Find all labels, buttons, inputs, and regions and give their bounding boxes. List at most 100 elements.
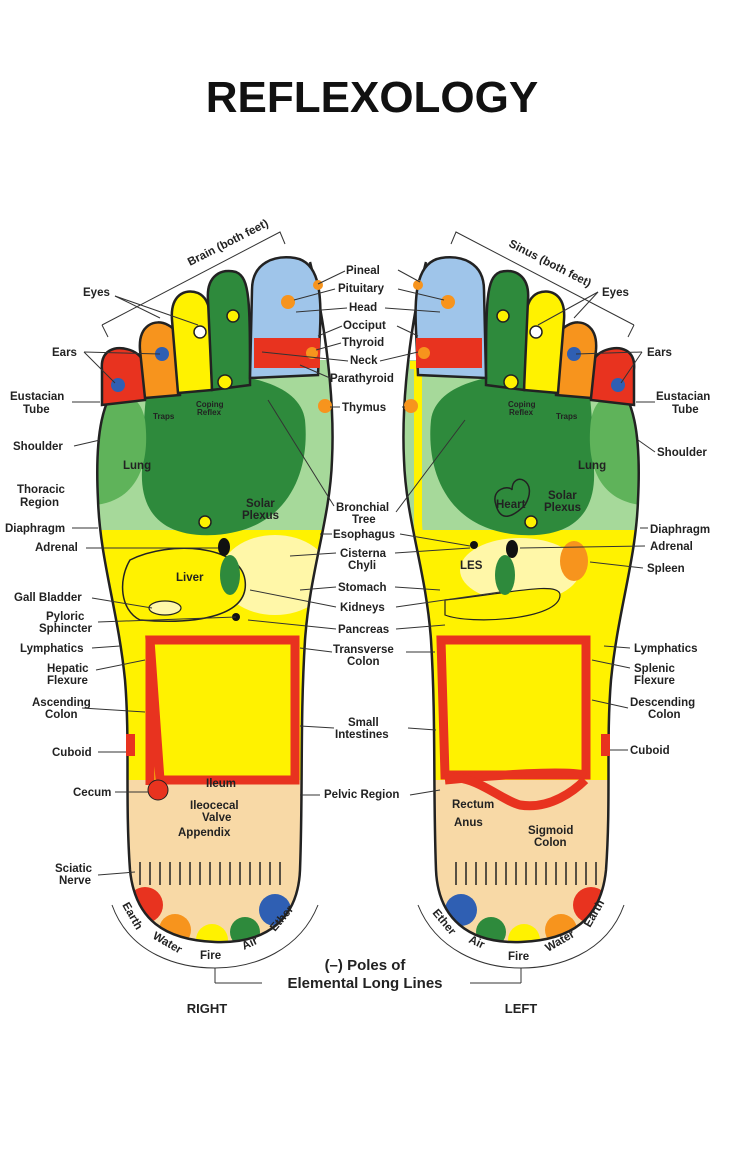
eyes-label-right-foot: Eyes <box>83 287 110 299</box>
svg-text:Colon: Colon <box>45 709 78 721</box>
parathyroid-label: Parathyroid <box>330 373 394 385</box>
shoulder-label-right-foot: Shoulder <box>13 441 63 453</box>
diaphragm-label-right-foot: Diaphragm <box>5 523 65 535</box>
left-foot-outline <box>402 261 641 944</box>
occiput-label: Occiput <box>343 320 386 332</box>
les-label: LES <box>460 560 483 572</box>
right-cuboid-marker <box>126 734 135 756</box>
svg-text:Nerve: Nerve <box>59 875 91 887</box>
spleen-label: Spleen <box>647 563 685 575</box>
eustacian-label-right-foot: Eustacian <box>10 391 64 403</box>
svg-text:Flexure: Flexure <box>47 675 88 687</box>
ears-label-left-foot: Ears <box>647 347 672 359</box>
poles-caption-line2: Elemental Long Lines <box>287 975 442 992</box>
right-foot <box>95 256 334 944</box>
sigmoid-label: Sigmoid <box>528 825 573 837</box>
right-fire-marker <box>196 924 228 943</box>
head-label: Head <box>349 302 377 314</box>
small-intestines-label: Small <box>348 717 379 729</box>
fire-label-right: Fire <box>200 950 221 962</box>
left-esophagus <box>410 361 472 604</box>
heart-label: Heart <box>496 499 526 511</box>
ileocecal-label: Ileocecal <box>190 800 239 812</box>
right-shoulder-zone <box>97 394 147 505</box>
svg-text:Chyli: Chyli <box>348 560 376 572</box>
right-pituitary-dot <box>281 295 295 309</box>
left-kidney <box>495 555 515 595</box>
pelvic-region-label: Pelvic Region <box>324 789 399 801</box>
svg-text:Region: Region <box>20 497 59 509</box>
svg-text:Plexus: Plexus <box>544 502 581 514</box>
left-lung <box>430 374 595 536</box>
solar-plexus-label-right: Solar <box>246 498 275 510</box>
stomach-label: Stomach <box>338 582 387 594</box>
right-lung <box>141 374 306 536</box>
left-adrenal-dot <box>506 540 518 558</box>
coping-label-left: Coping <box>508 400 536 409</box>
brain-bracket <box>101 231 286 338</box>
adrenal-label-left-foot: Adrenal <box>650 541 693 553</box>
anus-label: Anus <box>454 817 483 829</box>
fire-label-left: Fire <box>508 951 529 963</box>
transverse-colon-label: Transverse <box>333 644 394 656</box>
cisterna-label: Cisterna <box>340 548 387 560</box>
shoulder-label-left-foot: Shoulder <box>657 447 707 459</box>
pineal-label: Pineal <box>346 265 380 277</box>
left-fire-marker <box>508 924 540 943</box>
sciatic-label: Sciatic <box>55 863 93 875</box>
sigmoid-curve <box>443 773 589 811</box>
pituitary-label: Pituitary <box>338 283 385 295</box>
svg-text:Tube: Tube <box>23 404 50 416</box>
pyloric-label: Pyloric <box>46 611 85 623</box>
diaphragm-label-left-foot: Diaphragm <box>650 524 710 536</box>
right-adrenal-dot <box>218 538 230 556</box>
rectum-label: Rectum <box>452 799 494 811</box>
page-title: REFLEXOLOGY <box>206 73 538 122</box>
right-colon <box>145 635 300 785</box>
traps-label-right: Traps <box>153 412 175 421</box>
right-gallbladder <box>148 600 182 616</box>
left-stomach <box>460 538 580 602</box>
ileum-label: Ileum <box>206 778 236 790</box>
left-foot-label: LEFT <box>505 1001 538 1016</box>
cuboid-label-left-foot: Cuboid <box>630 745 670 757</box>
svg-text:Tree: Tree <box>352 514 376 526</box>
ears-label-right-foot: Ears <box>52 347 77 359</box>
kidneys-label: Kidneys <box>340 602 385 614</box>
svg-text:Plexus: Plexus <box>242 510 279 522</box>
svg-text:Tube: Tube <box>672 404 699 416</box>
right-cecum <box>147 779 169 801</box>
svg-text:Flexure: Flexure <box>634 675 675 687</box>
descending-label: Descending <box>630 697 695 709</box>
right-foot-outline <box>95 261 334 944</box>
left-toe-2 <box>484 269 530 392</box>
thoracic-label: Thoracic <box>17 484 66 496</box>
traps-label-left: Traps <box>556 412 578 421</box>
right-kidney <box>220 555 240 595</box>
svg-text:Colon: Colon <box>347 656 380 668</box>
left-foot <box>402 256 641 944</box>
right-foot-label: RIGHT <box>187 1001 228 1016</box>
coping-label-right: Coping <box>196 400 224 409</box>
adrenal-label-right-foot: Adrenal <box>35 542 78 554</box>
right-toe-3 <box>170 290 214 395</box>
solar-plexus-label-left: Solar <box>548 490 577 502</box>
left-toe-3 <box>522 290 566 395</box>
neck-label: Neck <box>350 355 378 367</box>
liver-label: Liver <box>176 572 204 584</box>
svg-text:Sphincter: Sphincter <box>39 623 93 635</box>
left-thymus-dot <box>404 399 418 413</box>
svg-text:Reflex: Reflex <box>197 408 222 417</box>
pancreas-label: Pancreas <box>338 624 389 636</box>
svg-text:Intestines: Intestines <box>335 729 389 741</box>
svg-text:Reflex: Reflex <box>509 408 534 417</box>
left-pituitary-dot <box>441 295 455 309</box>
lung-label-right: Lung <box>123 460 151 472</box>
bronchial-label: Bronchial <box>336 502 389 514</box>
lung-label-left: Lung <box>578 460 606 472</box>
les-dot <box>470 541 478 549</box>
lymphatics-label-left-foot: Lymphatics <box>634 643 697 655</box>
right-thymus-dot <box>318 399 332 413</box>
poles-caption-line1: (–) Poles of <box>325 957 407 974</box>
